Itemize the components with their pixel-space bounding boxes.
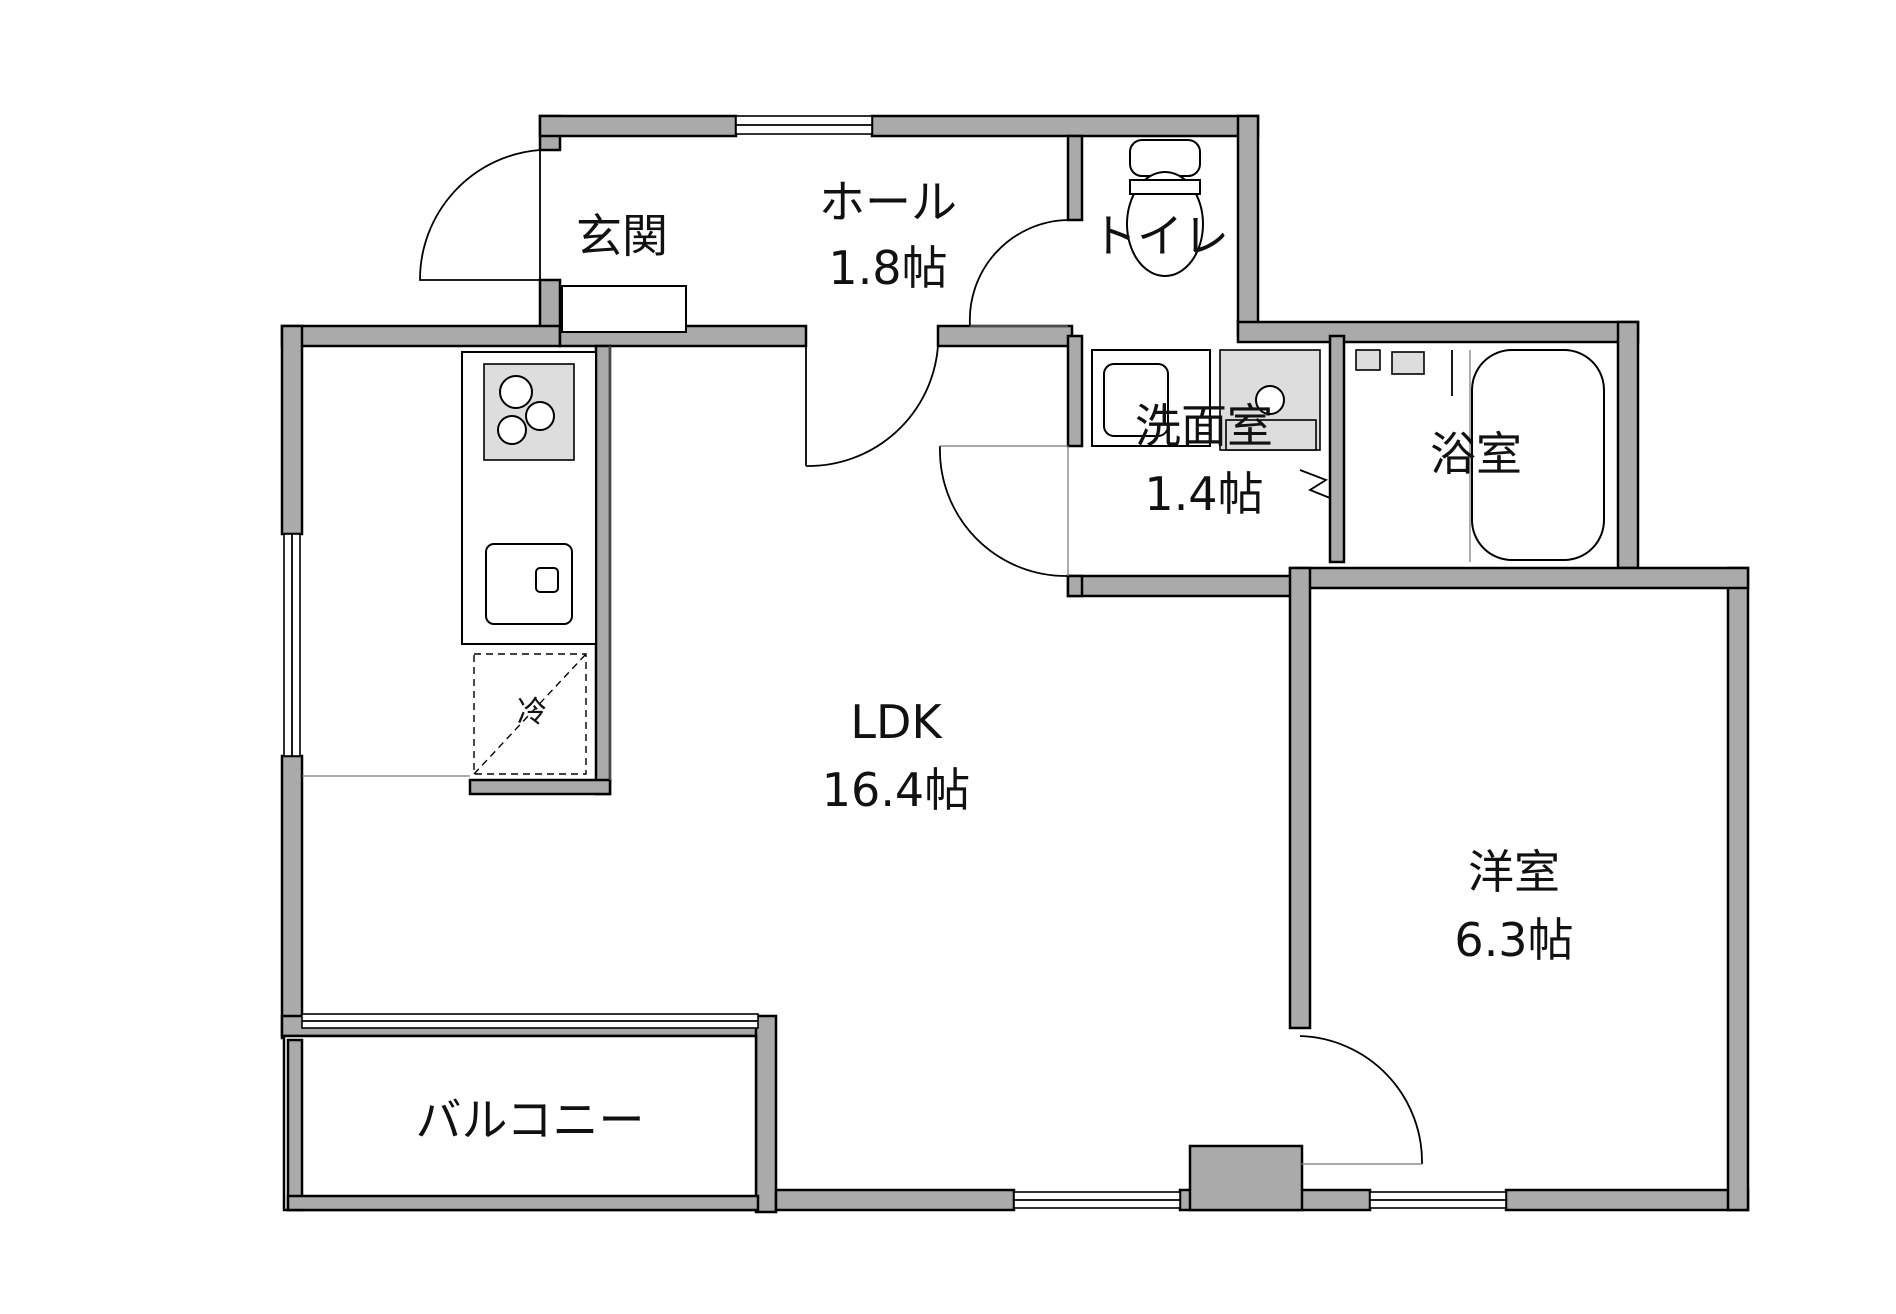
room-label-balcony: バルコニー [415, 1093, 644, 1147]
fridge-label: 冷 [517, 695, 547, 730]
room-size-senmen: 1.4帖 [1144, 467, 1263, 521]
door-toilet[interactable] [968, 219, 1069, 327]
doors [419, 149, 1423, 1165]
shower-head [1391, 351, 1425, 375]
washbasin-bowl [1103, 363, 1169, 437]
room-size-hall: 1.8帖 [828, 241, 947, 295]
balcony-rail-bottom [286, 1194, 760, 1212]
wall-bath-right [1616, 320, 1640, 570]
room-label-hall: ホール [819, 175, 957, 229]
wall-left-upper [280, 324, 304, 536]
walls [280, 114, 1750, 1214]
room-label-ldk: LDK [850, 695, 943, 749]
room-size-yoshitsu: 6.3帖 [1454, 913, 1573, 967]
toilet-seat-cover [1129, 179, 1201, 195]
door-entrance[interactable] [419, 149, 541, 281]
room-label-genkan: 玄関 [576, 209, 668, 263]
wall-right [1726, 566, 1750, 1212]
shoe-cabinet [561, 285, 687, 333]
burner-3 [497, 415, 527, 445]
burner-1 [499, 375, 533, 409]
sink-drain [535, 567, 559, 593]
bath-faucet [1355, 349, 1381, 371]
kitchen-partition-bottom [468, 778, 612, 796]
room-label-bath: 浴室 [1430, 427, 1522, 481]
wall-balcony-right [754, 1014, 778, 1214]
wall-bottom-ldk-left [774, 1188, 1016, 1212]
wall-yoshitsu-left [1288, 566, 1312, 1030]
room-label-toilet: トイレ [1091, 209, 1229, 263]
toilet-tank [1129, 139, 1201, 177]
sink [485, 543, 573, 625]
washing-machine-tray [1225, 419, 1317, 451]
room-label-yoshitsu: 洋室 [1468, 845, 1560, 899]
wall-ldk-top-right [936, 324, 1074, 348]
room-size-ldk: 16.4帖 [822, 763, 970, 817]
door-yoshitsu[interactable] [1299, 1035, 1423, 1165]
kitchen-partition [594, 344, 612, 796]
wall-yoshitsu-top [1288, 566, 1750, 590]
wall-washroom-left-lower [1066, 574, 1084, 598]
room-label-senmen: 洗面室 [1135, 399, 1273, 453]
balcony-rail-left [286, 1038, 304, 1212]
bathtub [1471, 349, 1605, 561]
washing-machine-drum [1255, 385, 1285, 415]
wall-top-right [870, 114, 1260, 138]
wall-washroom-left-upper [1066, 334, 1084, 448]
wall-bottom-yoshitsu-right [1504, 1188, 1750, 1212]
door-hall-ldk[interactable] [805, 345, 939, 467]
wall-top-left [538, 114, 738, 138]
toilet-bowl [1126, 171, 1204, 277]
labels: 玄関 ホール 1.8帖 トイレ 洗面室 1.4帖 浴室 LDK 16.4帖 洋室… [415, 175, 1573, 1147]
burner-2 [525, 401, 555, 431]
wall-bath-top [1236, 320, 1640, 344]
wall-toilet-right [1236, 114, 1260, 338]
door-washroom[interactable] [939, 445, 1069, 577]
windows [283, 115, 1507, 1209]
column [1188, 1144, 1304, 1212]
washroom-niche [1299, 469, 1331, 499]
wall-toilet-left [1066, 134, 1084, 222]
fridge-space [473, 653, 587, 775]
wall-left-lower [280, 754, 304, 1040]
fixtures [302, 139, 1605, 780]
wall-washroom-bottom [1066, 574, 1310, 598]
balcony-railing [282, 1034, 758, 1212]
wall-bath-partition [1328, 334, 1346, 564]
wall-ldk-top-left [280, 324, 562, 348]
